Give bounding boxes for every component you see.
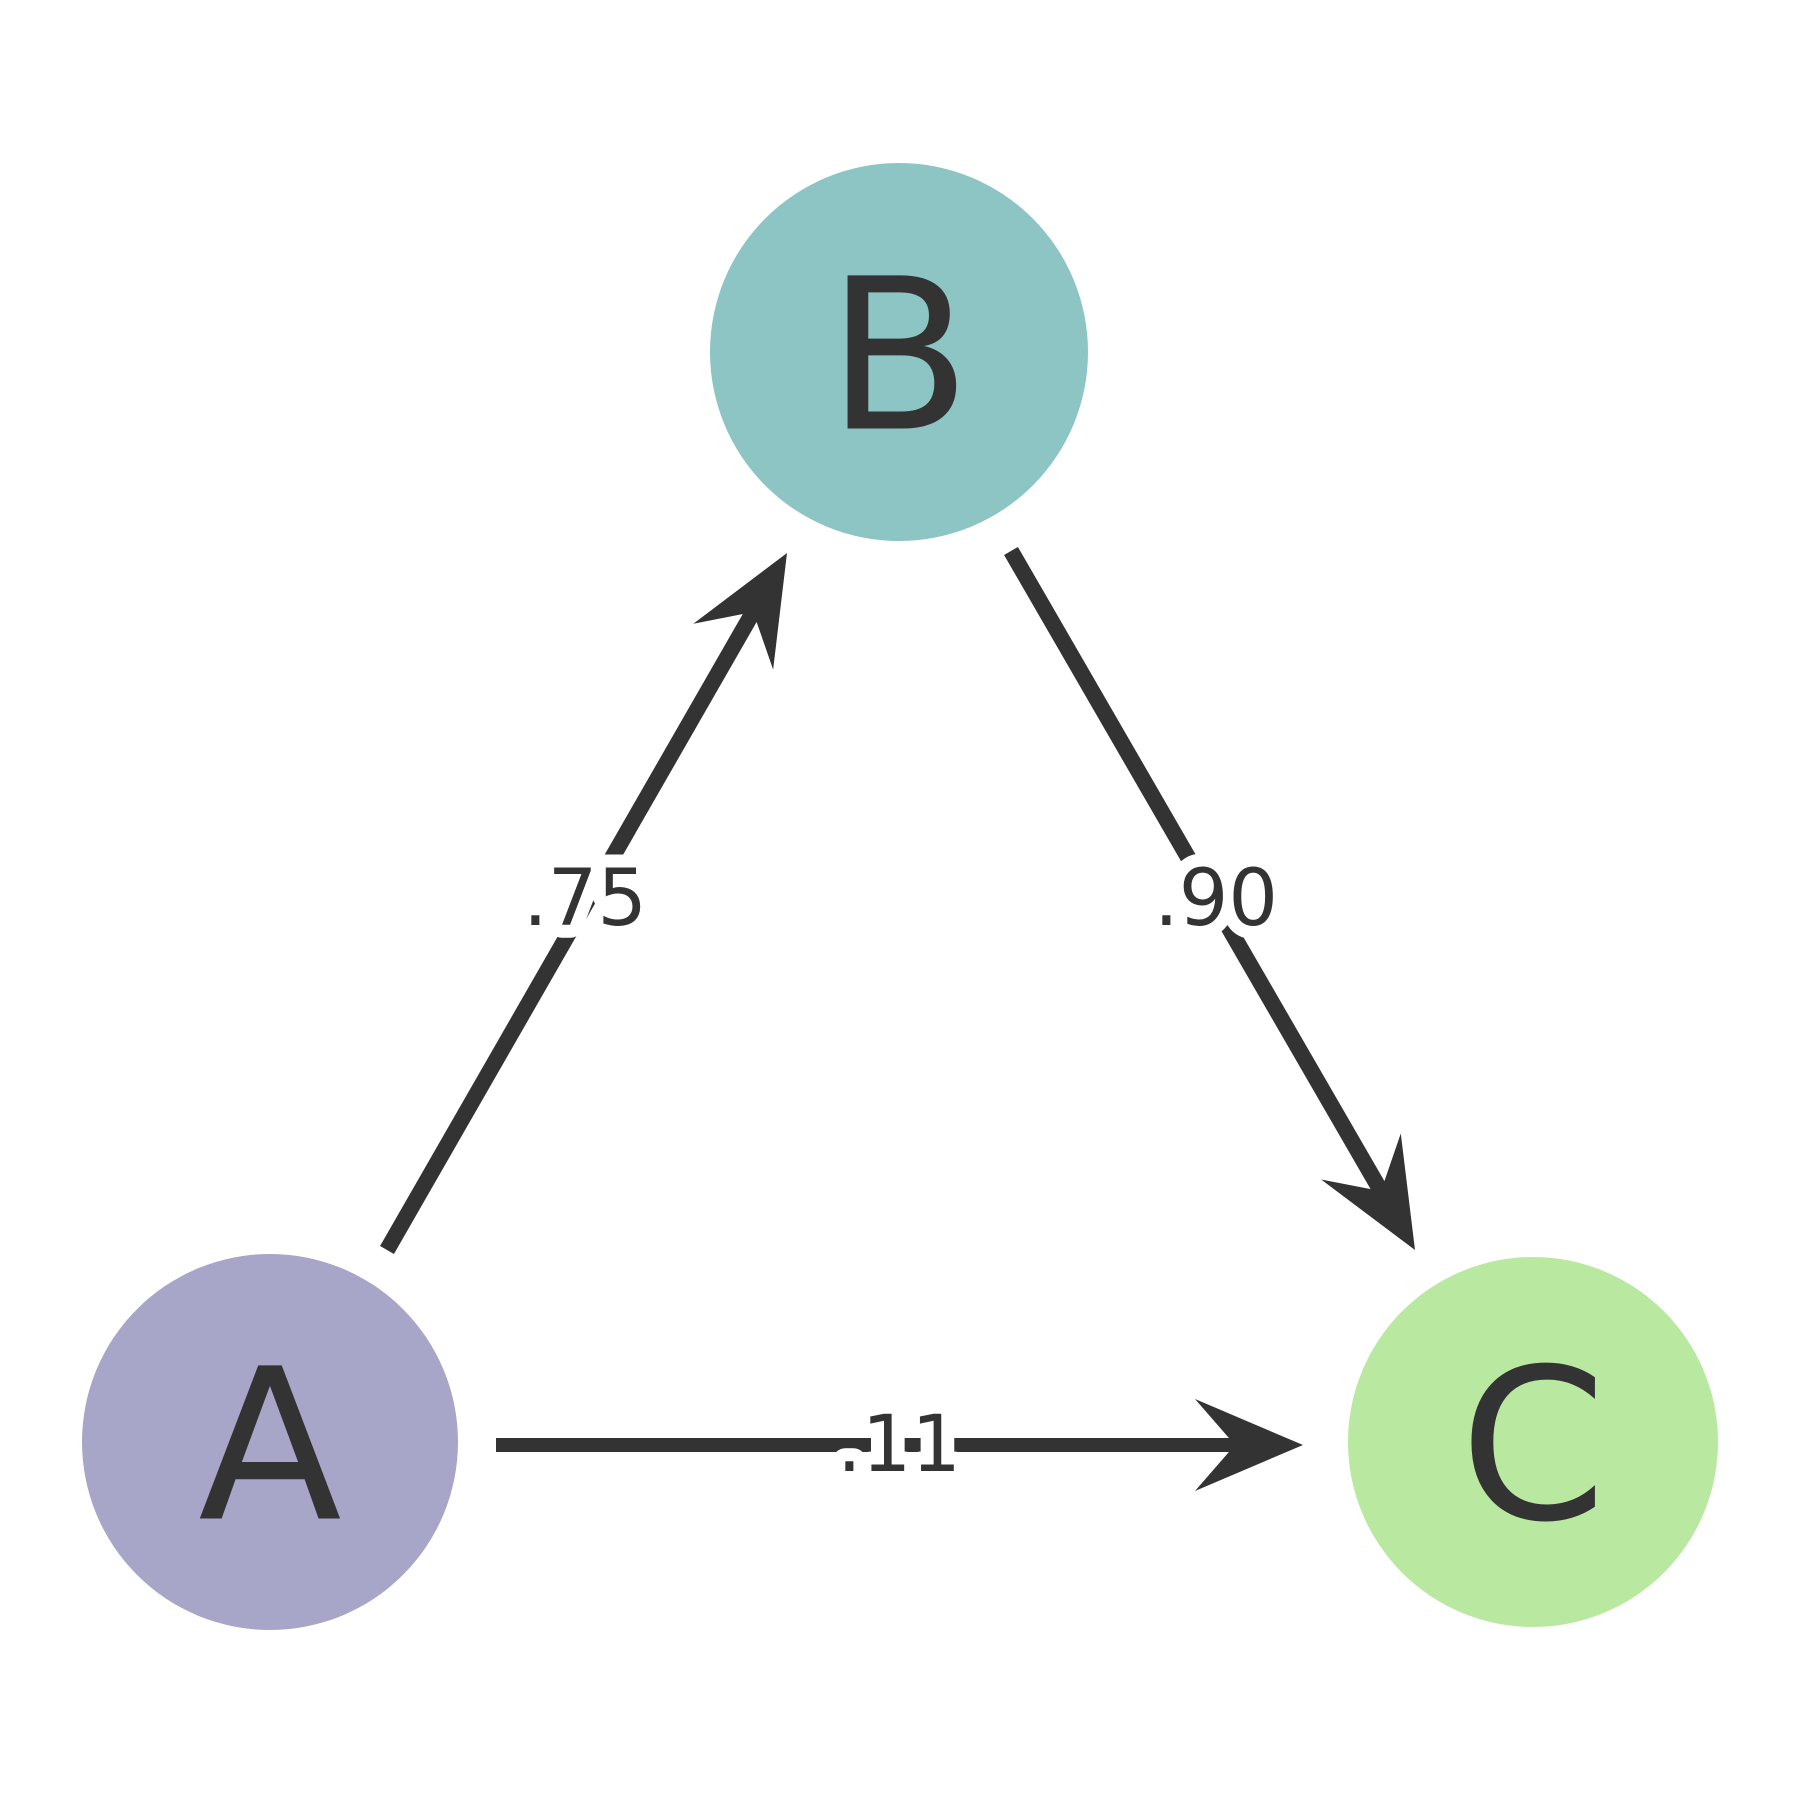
edge-a-c <box>496 1399 1303 1491</box>
node-label-c: C <box>1460 1324 1607 1569</box>
edge-label-a-c: .11 <box>837 1400 961 1490</box>
edge-label-halo-b-c: .90 <box>1154 854 1278 944</box>
edge-shaft <box>380 607 761 1254</box>
edge-b-c <box>1004 546 1415 1250</box>
node-circle-b[interactable] <box>710 163 1088 541</box>
node-b[interactable]: B <box>710 163 1088 541</box>
node-label-b: B <box>827 234 971 479</box>
nodes-layer: A B C <box>82 163 1718 1630</box>
edges-layer <box>380 546 1415 1491</box>
edge-label-b-c: .90 <box>1154 854 1278 944</box>
node-label-a: A <box>198 1324 342 1569</box>
edge-a-b <box>380 553 787 1254</box>
arrow-head-icon <box>693 553 787 670</box>
arrow-head-icon <box>1195 1399 1303 1491</box>
node-circle-c[interactable] <box>1348 1257 1718 1627</box>
edge-label-halo-a-b: .75 <box>523 854 647 944</box>
edge-label-a-b: .75 <box>523 854 647 944</box>
edge-label-halo-a-c: .11 <box>837 1400 961 1490</box>
edge-shaft <box>1004 546 1389 1197</box>
edge-labels-layer: .75.75.90.90.11.11 <box>510 841 1291 1503</box>
node-c[interactable]: C <box>1348 1257 1718 1627</box>
node-circle-a[interactable] <box>82 1254 458 1630</box>
arrow-head-icon <box>1321 1133 1415 1250</box>
node-a[interactable]: A <box>82 1254 458 1630</box>
